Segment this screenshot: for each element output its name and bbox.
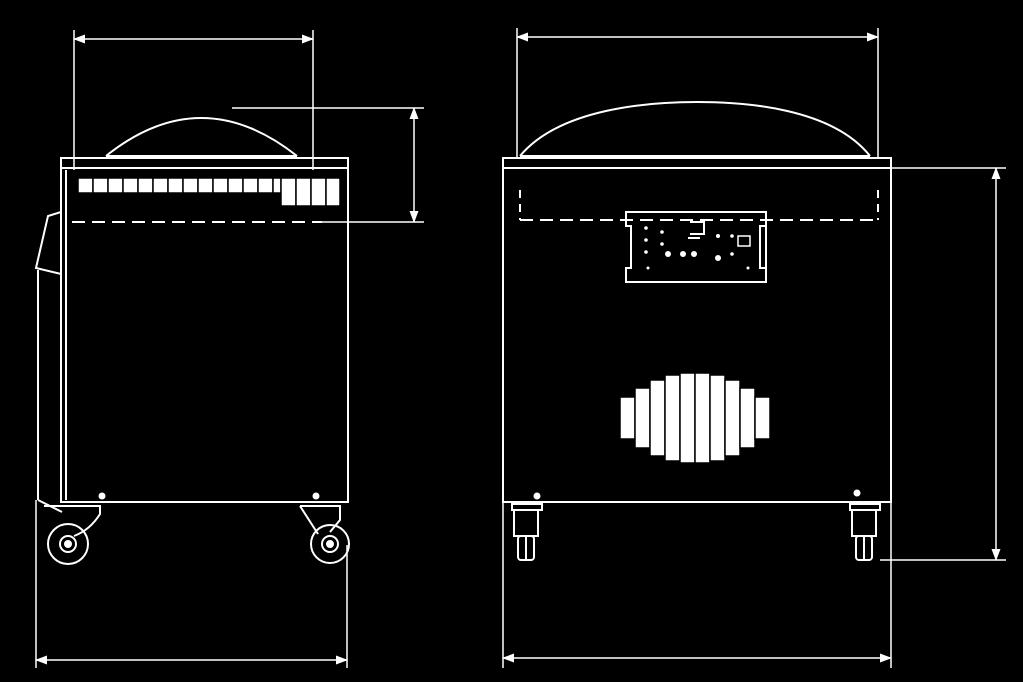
- side-castor-left: [44, 505, 101, 565]
- side-domed-lid: [105, 117, 298, 157]
- side-cabinet-body: [60, 167, 349, 503]
- front-rivet-left: [533, 492, 541, 500]
- front-rivet-right: [853, 489, 861, 497]
- control-panel-indicators: [644, 226, 750, 270]
- front-domed-lid: [519, 100, 871, 157]
- side-view: [34, 117, 349, 513]
- sealing-bar-strip: [77, 177, 341, 207]
- front-castor-left: [511, 503, 543, 561]
- front-castor-right: [849, 503, 881, 561]
- side-castor-right: [299, 505, 350, 564]
- front-cabinet-body: [502, 167, 892, 503]
- panel-button-icon: [737, 235, 751, 247]
- control-panel: [625, 211, 767, 283]
- panel-display-icon: [688, 221, 705, 239]
- ventilation-grille: [619, 372, 771, 464]
- side-handle: [34, 210, 62, 276]
- dimension-lines: [35, 28, 1006, 668]
- side-rivet-left: [98, 492, 106, 500]
- front-view: [502, 100, 892, 503]
- side-rivet-right: [312, 492, 320, 500]
